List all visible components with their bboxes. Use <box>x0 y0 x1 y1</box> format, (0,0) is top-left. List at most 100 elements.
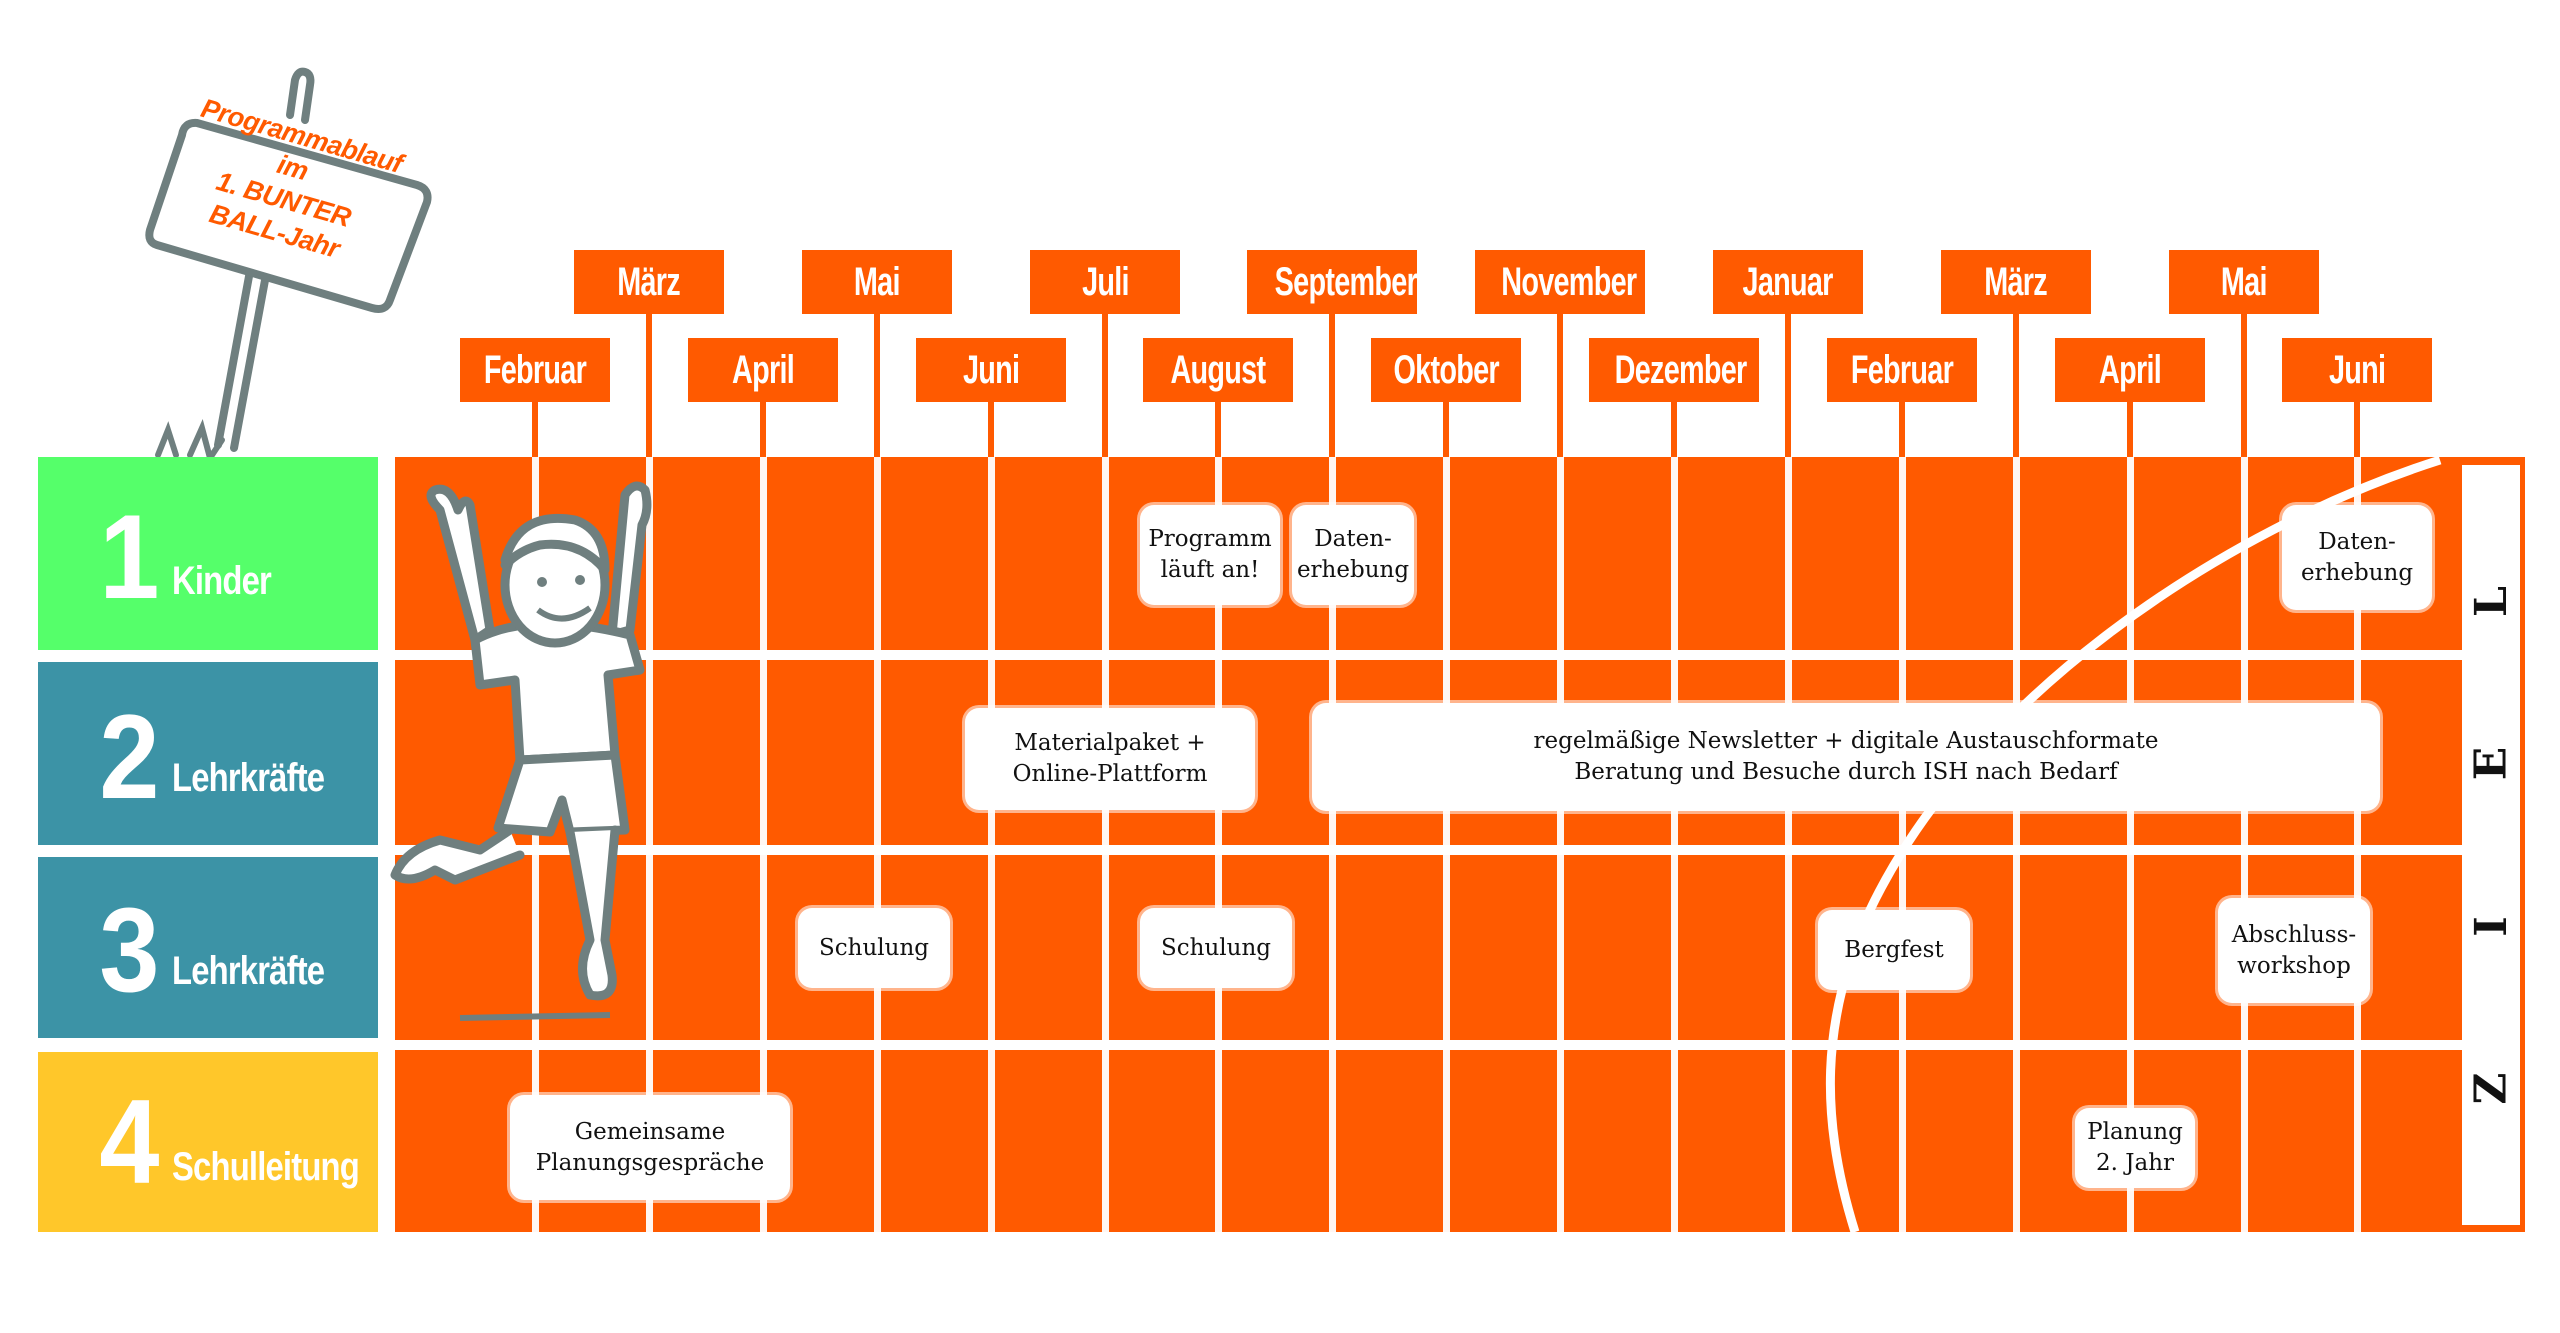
lane-number: 4 <box>99 1075 160 1209</box>
lane-label-4: 4 Schulleitung <box>38 1052 378 1232</box>
month-sign: Januar <box>1713 250 1863 314</box>
month-sign-post <box>1329 310 1335 457</box>
month-sign-post <box>760 398 766 457</box>
month-label: Dezember <box>1614 348 1748 392</box>
month-gridline <box>1329 457 1336 1232</box>
month-sign: Mai <box>2169 250 2319 314</box>
finish-line-box <box>2462 465 2520 1225</box>
event-text: Gemeinsame <box>574 1118 726 1145</box>
month-gridline <box>2127 457 2134 1232</box>
month-sign: Juni <box>2282 338 2432 402</box>
lane-number: 2 <box>99 690 160 824</box>
month-gridline <box>646 457 653 1232</box>
month-sign-post <box>874 310 880 457</box>
month-gridline <box>874 457 881 1232</box>
month-label: August <box>1170 348 1267 392</box>
event-bergfest: Bergfest <box>1818 910 1970 990</box>
event-schulung-2: Schulung <box>1140 908 1292 988</box>
month-sign-post <box>1443 398 1449 457</box>
month-label: Mai <box>854 260 901 304</box>
smile <box>536 605 592 622</box>
event-text: Daten- <box>1314 526 1392 552</box>
event-text: Programm <box>1148 526 1272 552</box>
sign-pole-right <box>230 260 272 452</box>
event-text: Planung <box>2087 1119 2183 1145</box>
month-sign-post <box>1215 398 1221 457</box>
month-gridline <box>1557 457 1564 1232</box>
finish-letter: Z <box>2465 1072 2517 1105</box>
lane-number: 1 <box>99 490 160 624</box>
month-gridline <box>1671 457 1678 1232</box>
month-sign-post <box>2127 398 2133 457</box>
lane-name: Schulleitung <box>172 1145 360 1189</box>
month-sign: Dezember <box>1589 338 1759 402</box>
month-sign: Februar <box>1827 338 1977 402</box>
month-sign: März <box>574 250 724 314</box>
event-text: Online-Plattform <box>1012 761 1208 787</box>
event-materialpaket: Materialpaket + Online-Plattform <box>965 708 1255 810</box>
month-sign: Oktober <box>1371 338 1521 402</box>
event-text: Bergfest <box>1844 936 1944 963</box>
month-sign-post <box>988 398 994 457</box>
month-label: Mai <box>2221 260 2268 304</box>
event-text: Abschluss- <box>2231 921 2357 948</box>
right-arm <box>607 481 652 640</box>
finish-letter: I <box>2465 915 2517 937</box>
left-leg <box>390 825 525 885</box>
event-text: regelmäßige Newsletter + digitale Austau… <box>1533 728 2159 754</box>
event-text: erhebung <box>2300 559 2414 586</box>
event-text: läuft an! <box>1160 557 1260 583</box>
event-text: Materialpaket + <box>1014 730 1206 756</box>
hair <box>500 513 610 575</box>
lane-label-2: 2 Lehrkräfte <box>38 662 378 845</box>
month-sign: März <box>1941 250 2091 314</box>
lane-label-3: 3 Lehrkräfte <box>38 857 378 1038</box>
event-text: Schulung <box>1161 934 1271 961</box>
month-sign: August <box>1143 338 1293 402</box>
month-gridline <box>760 457 767 1232</box>
month-sign-post <box>1899 398 1905 457</box>
month-label: Februar <box>1850 348 1954 392</box>
shorts <box>493 750 630 837</box>
month-sign: September <box>1247 250 1418 314</box>
sign-pole-left <box>214 256 256 449</box>
lane-name: Lehrkräfte <box>172 756 325 800</box>
lane-divider <box>395 1040 2462 1050</box>
lane-label-1: 1 Kinder <box>38 457 378 650</box>
finish-letter: L <box>2465 586 2517 618</box>
month-gridline <box>1443 457 1450 1232</box>
lane-name: Lehrkräfte <box>172 949 325 993</box>
month-gridline <box>1215 457 1222 1232</box>
month-sign: Juli <box>1030 250 1180 314</box>
event-newsletter-beratung: regelmäßige Newsletter + digitale Austau… <box>1312 703 2380 811</box>
month-label: Juni <box>2328 348 2386 392</box>
track-curve-line <box>1825 455 2442 1234</box>
month-sign-post <box>1102 310 1108 457</box>
month-label: Juni <box>962 348 1020 392</box>
month-sign: April <box>688 338 838 402</box>
month-label: September <box>1274 260 1418 304</box>
signpost-illustration <box>145 67 432 466</box>
finish-letter: E <box>2465 747 2517 781</box>
month-gridline <box>2241 457 2248 1232</box>
jumping-child-illustration <box>390 481 652 1021</box>
month-sign-post <box>532 398 538 457</box>
sign-board <box>145 118 432 313</box>
event-abschlussworkshop: Abschluss-workshop <box>2218 898 2370 1003</box>
month-sign: Mai <box>802 250 952 314</box>
month-sign: April <box>2055 338 2205 402</box>
month-label: April <box>731 348 795 392</box>
month-sign-post <box>1671 398 1677 457</box>
month-sign-post <box>646 310 652 457</box>
lane-divider <box>395 845 2462 855</box>
month-label: Januar <box>1742 260 1834 304</box>
month-label: Oktober <box>1393 348 1499 392</box>
ground-line <box>459 1012 611 1021</box>
month-sign-post <box>2241 310 2247 457</box>
month-label: Februar <box>483 348 587 392</box>
left-arm <box>426 484 495 645</box>
month-gridline <box>532 457 539 1232</box>
event-text: Schulung <box>819 934 929 961</box>
month-label: März <box>1984 260 2048 304</box>
